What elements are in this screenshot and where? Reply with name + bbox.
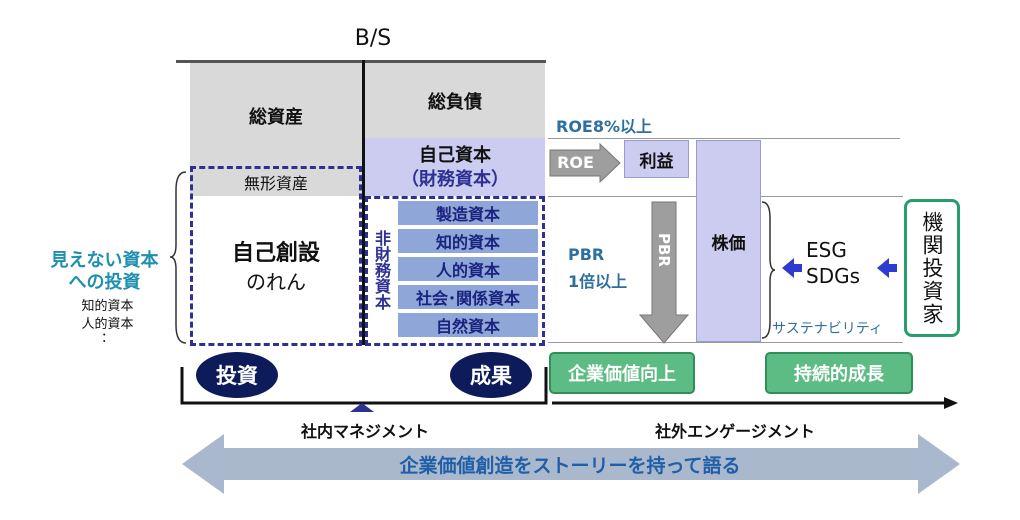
intangible-assets-box: 無形資産 (190, 168, 362, 196)
profit-box: 利益 (624, 140, 689, 178)
nonfinancial-item: 社会･関係資本 (398, 285, 538, 309)
pbr-arrow (638, 201, 690, 344)
market-line-top (548, 138, 900, 139)
total-assets-box: 総資産 (190, 63, 362, 168)
intangible-dashed-frame (190, 166, 362, 346)
esg-label: ESG (806, 238, 847, 262)
corporate-value-up-badge: 企業価値向上 (549, 352, 695, 394)
goodwill-line2: のれん (246, 269, 306, 294)
pbr-line2: 1倍以上 (568, 272, 628, 291)
left-arrow-icon (782, 258, 802, 278)
nonfinancial-item: 製造資本 (398, 201, 538, 225)
total-liabilities-box: 総負債 (365, 63, 545, 138)
pbr-line1: PBR (568, 245, 605, 264)
equity-line1: 自己資本 (419, 145, 491, 166)
invisible-capital-line1: 見えない資本 (50, 250, 159, 271)
left-sub-item: 人的資本 (81, 317, 134, 332)
bs-center-divider (362, 60, 365, 345)
investor-box: 機関投資家 (904, 199, 960, 337)
external-arrow (552, 397, 958, 409)
nonfinancial-item: 自然資本 (398, 313, 538, 337)
nonfinancial-item: 知的資本 (398, 229, 538, 253)
story-banner-arrow (182, 434, 960, 494)
nonfinancial-dashed-frame (365, 196, 545, 346)
invest-oval: 投資 (196, 352, 278, 398)
bs-title: B/S (354, 25, 392, 51)
market-line-bottom (548, 342, 903, 343)
stock-price-box: 株価 (696, 140, 761, 342)
left-sub-item: 知的資本 (81, 299, 134, 314)
roe-arrow-label: ROE (557, 152, 594, 172)
nonfinancial-label: 非財務資本 (372, 230, 391, 310)
left-arrow-icon (877, 258, 897, 278)
equity-line2: （財務資本） (401, 169, 509, 190)
invisible-capital-line2: への投資 (68, 272, 141, 293)
internal-management-label: 社内マネジメント (300, 422, 429, 441)
bs-top-rule (176, 60, 546, 63)
roe-arrow (549, 142, 621, 184)
external-engagement-label: 社外エンゲージメント (655, 422, 815, 441)
esg-brace (761, 201, 776, 339)
sustainable-growth-badge: 持続的成長 (765, 352, 913, 394)
sustainability-label: サステナビリティ (772, 321, 883, 337)
nonfinancial-item: 人的資本 (398, 257, 538, 281)
left-brace (169, 171, 187, 344)
result-oval: 成果 (450, 352, 532, 398)
sdgs-label: SDGs (806, 264, 861, 288)
assets-lower-area (190, 196, 362, 344)
pbr-arrow-label: PBR (655, 233, 673, 267)
goodwill-line1: 自己創設 (231, 241, 320, 266)
roe-target: ROE8%以上 (556, 117, 653, 136)
internal-bracket (180, 367, 548, 412)
story-banner-text: 企業価値創造をストーリーを持って語る (399, 454, 741, 477)
equity-box (365, 138, 545, 196)
left-sub-item: ： (100, 331, 114, 346)
investor-label: 機関投資家 (920, 210, 944, 326)
